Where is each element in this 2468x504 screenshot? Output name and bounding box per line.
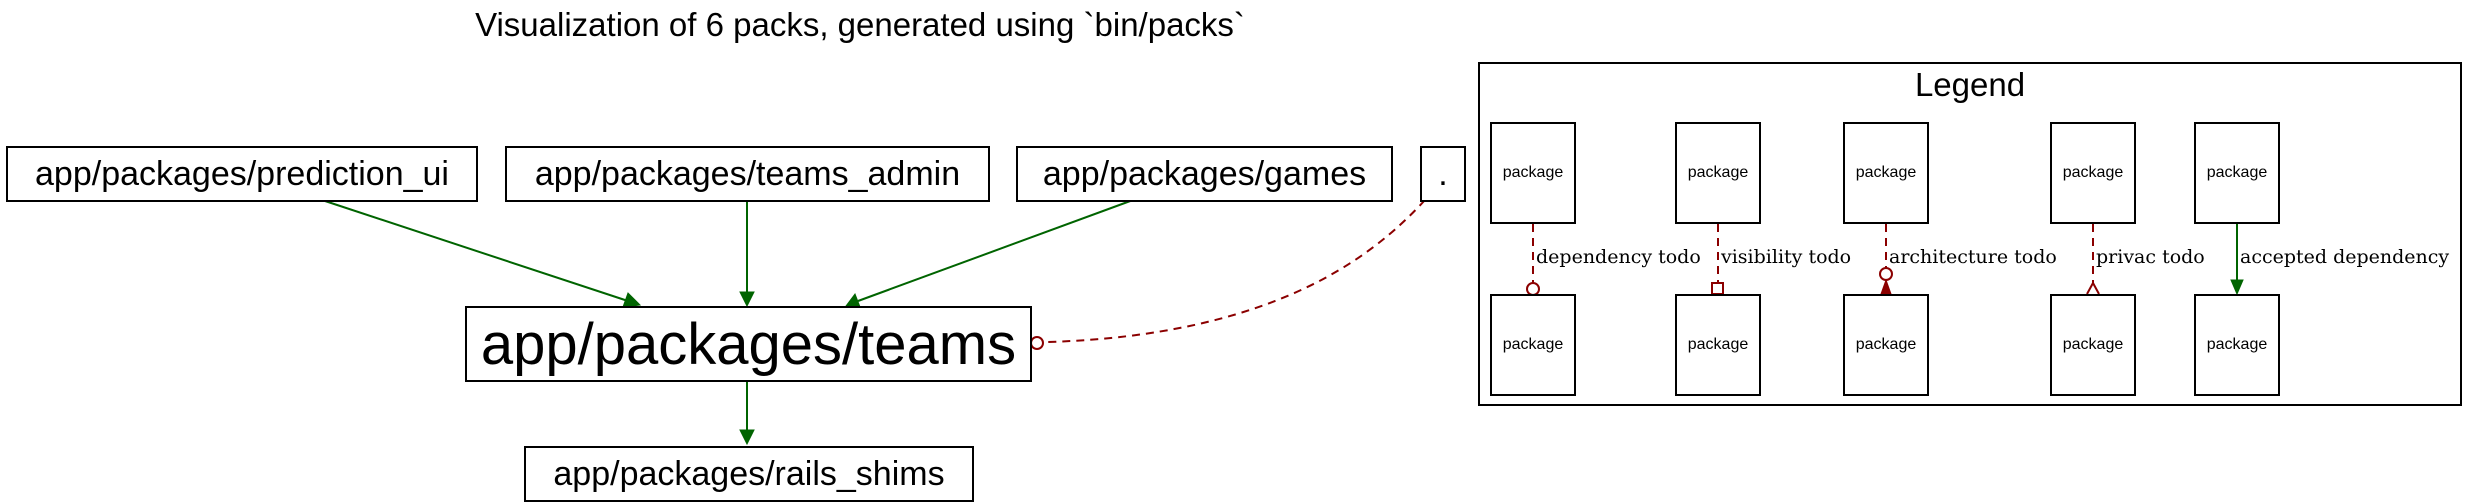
legend-title: Legend [1914, 66, 2026, 103]
legend-edge-privac-todo-crow [2086, 280, 2100, 295]
node-teams[interactable]: app/packages/teams [465, 306, 1032, 382]
node-teams-admin[interactable]: app/packages/teams_admin [505, 146, 990, 202]
legend-package: package [1843, 122, 1929, 224]
node-games[interactable]: app/packages/games [1016, 146, 1393, 202]
edge-games-to-teams [857, 199, 1134, 302]
node-prediction-ui[interactable]: app/packages/prediction_ui [6, 146, 478, 202]
legend-package: package [1490, 122, 1576, 224]
legend-label-dependency-todo: dependency todo [1536, 246, 1701, 268]
legend-label-accepted-dependency: accepted dependency [2240, 246, 2450, 268]
legend-package: package [2050, 294, 2136, 396]
legend-package: package [2194, 122, 2280, 224]
legend-package: package [1490, 294, 1576, 396]
diagram-title: Visualization of 6 packs, generated usin… [475, 6, 1245, 43]
legend-package: package [2050, 122, 2136, 224]
edge-root-to-teams-circle [1030, 336, 1044, 350]
legend-label-architecture-todo: architecture todo [1889, 246, 2057, 268]
legend-package: package [1675, 294, 1761, 396]
legend-package: package [2194, 294, 2280, 396]
edge-prediction-ui-to-teams [321, 199, 629, 302]
legend-label-visibility-todo: visibility todo [1721, 246, 1852, 268]
legend-edge-accepted-dependency-arrowhead [2230, 279, 2244, 296]
edge-teams-to-rails-shims-arrowhead [739, 429, 755, 446]
node-root[interactable]: . [1420, 146, 1466, 202]
edge-teams-admin-to-teams-arrowhead [739, 291, 755, 308]
legend-label-privac-todo: privac todo [2096, 246, 2205, 268]
node-rails-shims[interactable]: app/packages/rails_shims [524, 446, 974, 502]
edge-prediction-ui-to-teams-arrowhead [622, 292, 642, 308]
legend-box [1478, 62, 2462, 406]
edge-root-to-teams [1047, 199, 1426, 343]
legend-package: package [1843, 294, 1929, 396]
legend-package: package [1675, 122, 1761, 224]
